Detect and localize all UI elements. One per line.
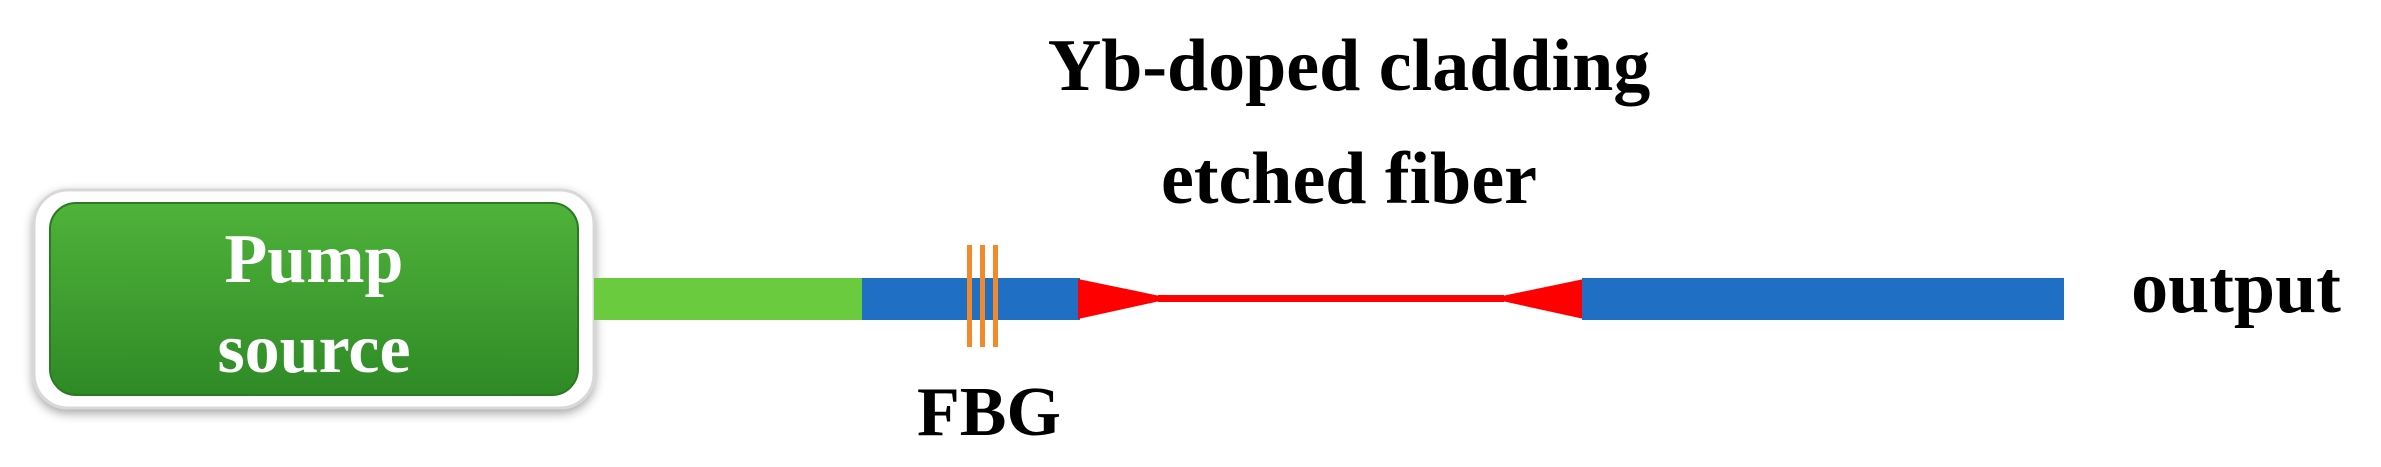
passive-fiber-right	[1582, 278, 2064, 320]
etched-fiber	[1078, 279, 1584, 319]
fiber-label-line2: etched fiber	[1161, 138, 1537, 220]
taper-left	[1078, 279, 1160, 319]
pump-fiber	[594, 278, 864, 320]
taper-right	[1502, 279, 1584, 319]
pump-label-line2: source	[217, 311, 410, 388]
fiber-label-line1: Yb-doped cladding	[1048, 25, 1650, 107]
fbg-line	[993, 245, 998, 347]
fbg-line	[967, 245, 972, 347]
pump-label-line1: Pump	[225, 221, 404, 298]
pump-source-body	[49, 202, 579, 396]
etched-waist	[1158, 295, 1504, 302]
fbg-line	[980, 245, 985, 347]
pump-source-box: Pump source	[32, 188, 596, 410]
fbg-label: FBG	[917, 374, 1061, 451]
fbg-grating	[967, 245, 998, 347]
output-label: output	[2131, 247, 2341, 329]
